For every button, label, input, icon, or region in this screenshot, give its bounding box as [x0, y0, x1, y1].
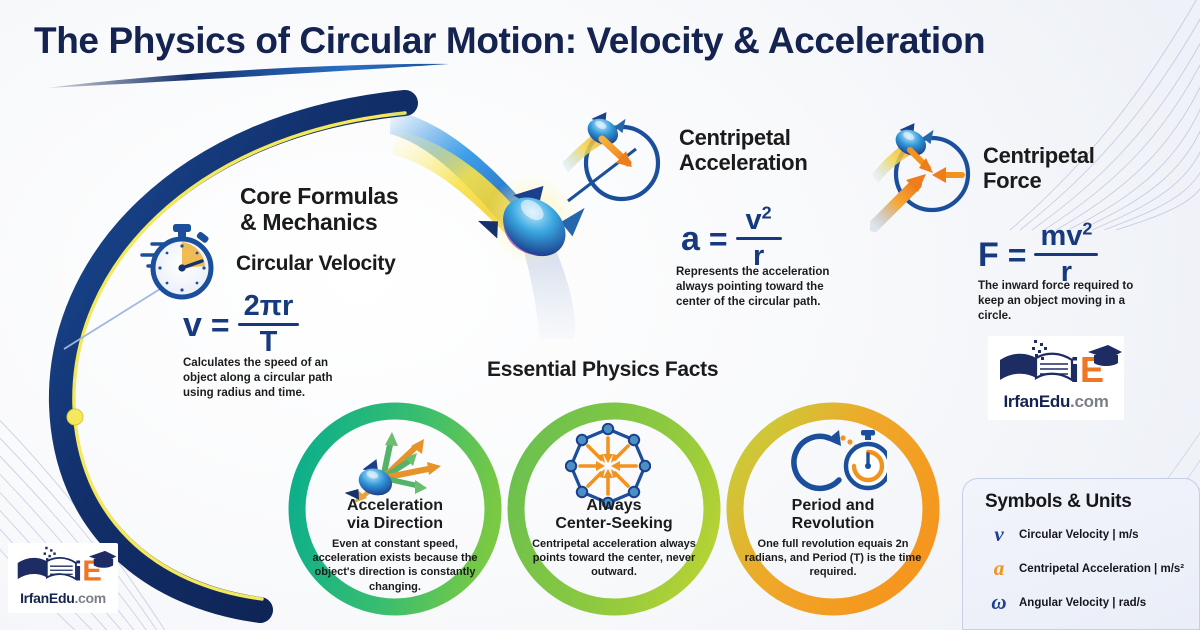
formula-equals: =	[210, 306, 230, 343]
formula-bar	[735, 237, 782, 240]
fact-ring-2	[507, 402, 721, 616]
logo-wordmark-tld: .com	[74, 590, 106, 606]
fact-2-body: Centripetal acceleration always points t…	[532, 537, 696, 579]
formula-equals: =	[1007, 236, 1027, 273]
ca-heading-line1: Centripetal	[679, 125, 791, 150]
formula-lhs: F	[978, 235, 999, 274]
formula-numerator: mv	[1040, 220, 1083, 252]
formula-numerator-exponent: 2	[1082, 218, 1093, 239]
symbol-a-icon: a	[993, 556, 1005, 580]
formula-numerator-exponent: 2	[761, 202, 772, 223]
irfanedu-logo-corner: i E IrfanEdu.com	[8, 543, 118, 613]
circular-velocity-description: Calculates the speed of an object along …	[183, 357, 333, 400]
fact-ring-3	[726, 402, 940, 616]
stopwatch-icon	[150, 224, 214, 300]
core-heading-line1: Core Formulas	[240, 183, 399, 209]
fact-2-title-line1: Always	[586, 497, 642, 514]
formula-fraction: 2πr T	[237, 290, 300, 358]
formula-numerator-wrap: v2	[740, 203, 778, 237]
symbol-row-angular-velocity: ω Angular Velocity | rad/s	[985, 590, 1199, 615]
symbol-v-label: Circular Velocity | m/s	[1019, 528, 1139, 541]
fact-3-title-line2: Revolution	[791, 514, 875, 532]
cf-heading-line2: Force	[983, 167, 1042, 193]
pixel-sparkle	[43, 546, 56, 561]
formula-fraction: mv2 r	[1034, 219, 1099, 288]
fact-1-title-line1: Acceleration	[346, 497, 444, 514]
inward-arrow	[598, 135, 632, 167]
circular-velocity-formula: v = 2πr T	[183, 290, 300, 358]
fact-3-title-line1: Period and	[791, 497, 875, 514]
title-underline-swoosh	[47, 63, 449, 88]
book-icon	[1000, 352, 1074, 383]
symbol-omega-icon: ω	[991, 590, 1007, 614]
fact-2-title-line2: Center-Seeking	[555, 514, 673, 532]
logo-wordmark: IrfanEdu.com	[988, 392, 1124, 412]
inward-arrow-horizontal	[932, 167, 965, 183]
comet-icon	[390, 110, 585, 339]
ca-heading-line2: Acceleration	[679, 149, 808, 175]
core-heading-line2: & Mechanics	[240, 208, 378, 235]
fact-1-label: Acceleration via Direction Even at const…	[300, 497, 490, 594]
centripetal-force-heading: Centripetal Force	[983, 143, 1163, 193]
logo-letter-i: i	[1070, 352, 1079, 390]
fact-ring-1	[288, 402, 502, 616]
inward-arrow-diagonal	[907, 147, 933, 173]
logo-wordmark-name: IrfanEdu	[20, 590, 75, 606]
orbit-inward-arrow-icon	[562, 112, 661, 203]
comet-direction-arrows-icon	[345, 432, 441, 503]
fact-2-label: Always Center-Seeking Centripetal accele…	[519, 497, 709, 580]
logo-wordmark-name: IrfanEdu	[1003, 392, 1071, 411]
orbit-arc-decoration	[48, 90, 418, 623]
centripetal-acceleration-formula: a = v2 r	[681, 203, 782, 272]
formula-equals: =	[708, 220, 728, 257]
page-title: The Physics of Circular Motion: Velocity…	[34, 20, 986, 61]
loop-stopwatch-icon	[791, 430, 887, 492]
cf-heading-line1: Centripetal	[983, 143, 1095, 168]
circular-velocity-heading: Circular Velocity	[236, 252, 396, 275]
irfanedu-logo: i E IrfanEdu.com	[988, 336, 1124, 420]
irfanedu-logo-mark-corner: i E	[17, 546, 117, 588]
irfanedu-logo-mark: i E	[1000, 340, 1122, 390]
formula-denominator: T	[259, 326, 278, 358]
centripetal-force-description: The inward force required to keep an obj…	[978, 280, 1134, 323]
core-formulas-heading: Core Formulas & Mechanics	[240, 183, 470, 236]
inward-arrows-polygon-icon	[565, 423, 651, 509]
orbit-inward-force-icon	[870, 123, 971, 232]
graduation-cap-icon	[1088, 345, 1122, 366]
symbol-v-icon: v	[994, 522, 1004, 546]
formula-bar	[237, 323, 300, 326]
centripetal-acceleration-heading: Centripetal Acceleration	[679, 125, 859, 175]
formula-fraction: v2 r	[735, 203, 782, 272]
formula-numerator: v	[745, 204, 762, 236]
logo-wordmark-corner: IrfanEdu.com	[8, 590, 118, 606]
symbol-row-acceleration: a Centripetal Acceleration | m/s²	[985, 556, 1199, 581]
fact-3-body: One full revolution equais 2n radians, a…	[744, 537, 922, 579]
logo-letter-i: i	[74, 556, 82, 587]
centripetal-force-formula: F = mv2 r	[978, 219, 1099, 288]
logo-wordmark-tld: .com	[1070, 392, 1109, 411]
pixel-sparkle	[1030, 340, 1047, 363]
symbol-row-velocity: v Circular Velocity | m/s	[985, 522, 1199, 547]
fact-1-title-line2: via Direction	[346, 514, 444, 532]
formula-numerator: 2πr	[243, 290, 294, 322]
graduation-cap-icon	[88, 550, 117, 568]
symbols-panel-title: Symbols & Units	[985, 491, 1132, 512]
symbol-a-label: Centripetal Acceleration | m/s²	[1019, 562, 1185, 575]
centripetal-acceleration-description: Represents the acceleration always point…	[676, 266, 830, 309]
essential-facts-heading: Essential Physics Facts	[487, 358, 719, 381]
formula-lhs: v	[183, 305, 202, 344]
symbol-omega-label: Angular Velocity | rad/s	[1019, 596, 1147, 609]
book-icon	[17, 557, 77, 581]
formula-lhs: a	[681, 219, 700, 258]
symbols-and-units-panel: Symbols & Units v Circular Velocity | m/…	[962, 478, 1200, 630]
formula-bar	[1034, 253, 1099, 256]
formula-denominator: r	[1060, 256, 1073, 288]
fact-3-label: Period and Revolution One full revolutio…	[738, 497, 928, 580]
formula-numerator-wrap: mv2	[1034, 219, 1098, 253]
formula-denominator: r	[752, 240, 765, 272]
force-vector-arrow	[870, 174, 926, 232]
fact-1-body: Even at constant speed, acceleration exi…	[312, 537, 478, 593]
